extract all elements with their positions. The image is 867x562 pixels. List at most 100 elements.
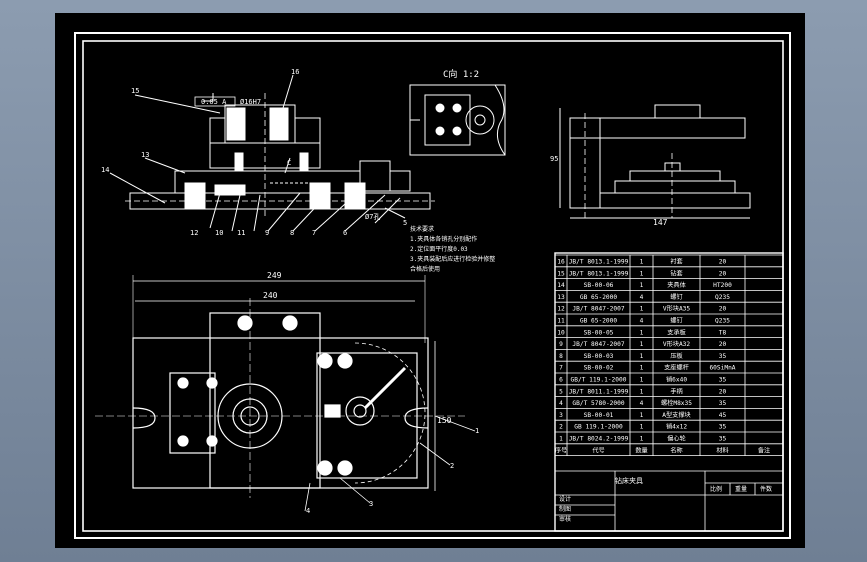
bom-cell-mat: 35: [719, 436, 727, 443]
side-height-dim: 95: [550, 155, 558, 163]
bom-cell-mat: 20: [719, 306, 727, 313]
bom-cell-qty: 4: [640, 400, 644, 407]
bom-cell-name: 钻套: [670, 269, 682, 277]
bom-cell-no: 2: [559, 424, 563, 431]
dim-vertical: 150: [437, 416, 452, 425]
designer-label: 设计: [559, 495, 571, 503]
bom-cell-code: JB/T 8047-2007: [572, 341, 624, 348]
bom-cell-name: V形块A35: [663, 305, 691, 313]
bom-cell-qty: 4: [640, 294, 644, 301]
side-view: [559, 104, 751, 219]
hole-note: Ø7孔: [365, 213, 380, 221]
bom-cell-name: 偏心轮: [667, 435, 686, 443]
balloon-4: 4: [306, 507, 310, 515]
bom-cell-no: 7: [559, 365, 563, 372]
title-block: 钻床夹具 比例 重量 件数 设计 制图 审核: [559, 476, 772, 523]
bom-cell-no: 4: [559, 400, 563, 407]
plan-view-labels: 249 240 150 1 2 3 4: [263, 271, 479, 515]
plan-view: [95, 275, 476, 512]
balloon-11: 11: [237, 229, 245, 237]
cad-drawing-viewport[interactable]: 0.05 A Ø16H7 C Ø7孔 15 16 13 14 12 10 11 …: [55, 13, 805, 548]
bom-cell-code: JB/T 8013.1-1999: [569, 270, 629, 277]
bom-header-qty: 数量: [635, 446, 647, 454]
detail-view-c: [409, 84, 506, 156]
bom-cell-code: SB-00-06: [584, 282, 614, 289]
bom-cell-name: 螺栓M8x35: [661, 399, 692, 407]
bom-cell-qty: 1: [640, 270, 644, 277]
drawer-label: 制图: [559, 505, 571, 513]
note-1: 1.夹具体各销孔分别配作: [410, 235, 477, 243]
technical-notes: 技术要求 1.夹具体各销孔分别配作 2.定位面平行度0.03 3.夹具装配后应进…: [410, 225, 495, 273]
bom-cell-qty: 1: [640, 329, 644, 336]
bom-cell-qty: 1: [640, 353, 644, 360]
bom-cell-code: SB-00-05: [584, 329, 614, 336]
side-width-dim: 147: [653, 218, 668, 227]
bom-header-mat: 材料: [716, 446, 728, 454]
drawing-name: 钻床夹具: [615, 476, 643, 485]
notes-title: 技术要求: [410, 225, 434, 233]
bom-cell-name: 支座螺杆: [664, 364, 689, 372]
bom-cell-mat: 35: [719, 377, 727, 384]
note-2: 2.定位面平行度0.03: [410, 245, 468, 253]
bom-header-note: 备注: [758, 446, 770, 454]
bom-cell-name: 夹具体: [667, 281, 686, 289]
bom-cell-qty: 1: [640, 341, 644, 348]
bom-cell-name: 螺钉: [670, 293, 682, 301]
engineering-drawing: 0.05 A Ø16H7 C Ø7孔 15 16 13 14 12 10 11 …: [74, 32, 791, 539]
bom-cell-qty: 1: [640, 259, 644, 266]
bom-cell-no: 9: [559, 341, 563, 348]
bom-cell-no: 14: [557, 282, 565, 289]
balloon-2: 2: [450, 462, 454, 470]
bom-header-name: 名称: [670, 446, 682, 454]
bom-cell-code: GB 65-2000: [580, 318, 618, 325]
bom-cell-code: GB/T 119.1-2000: [571, 377, 627, 384]
bom-cell-qty: 1: [640, 365, 644, 372]
bom-cell-code: GB 65-2000: [580, 294, 618, 301]
balloon-13: 13: [141, 151, 149, 159]
bore-dim-label: Ø16H7: [240, 98, 261, 106]
bom-cell-no: 13: [557, 294, 565, 301]
bom-cell-name: 销6x40: [666, 376, 687, 384]
drawing-border-outer: [74, 32, 791, 539]
bom-cell-code: JB/T 8047-2007: [572, 306, 624, 313]
detail-view-title: C向 1:2: [443, 68, 479, 80]
balloon-10: 10: [215, 229, 223, 237]
bom-cell-qty: 1: [640, 412, 644, 419]
bom-cell-code: JB/T 8013.1-1999: [569, 259, 629, 266]
bom-cell-no: 15: [557, 270, 565, 277]
bom-cell-code: JB/T 8024.2-1999: [569, 436, 629, 443]
bom-cell-name: 螺钉: [670, 317, 682, 325]
bom-cell-qty: 1: [640, 377, 644, 384]
bom-cell-code: SB-00-02: [584, 365, 614, 372]
bom-cell-code: JB/T 8011.1-1999: [569, 388, 629, 395]
balloon-14: 14: [101, 166, 109, 174]
dim-overall: 249: [267, 271, 282, 280]
bom-cell-no: 1: [559, 436, 563, 443]
sheet-label: 件数: [760, 485, 772, 493]
bom-cell-code: GB 119.1-2000: [574, 424, 623, 431]
balloon-15: 15: [131, 87, 139, 95]
bom-cell-no: 8: [559, 353, 563, 360]
bom-cell-code: SB-00-01: [584, 412, 614, 419]
balloon-16: 16: [291, 68, 299, 76]
bom-cell-mat: 20: [719, 270, 727, 277]
bom-cell-no: 10: [557, 329, 565, 336]
bom-cell-mat: Q235: [715, 294, 730, 301]
bom-cell-qty: 1: [640, 436, 644, 443]
balloon-12: 12: [190, 229, 198, 237]
bom-cell-mat: T8: [719, 329, 727, 336]
bom-cell-no: 3: [559, 412, 563, 419]
bom-cell-mat: 45: [719, 412, 727, 419]
bom-cell-mat: 20: [719, 259, 727, 266]
bom-cell-name: 手柄: [670, 387, 682, 395]
bom-cell-qty: 4: [640, 318, 644, 325]
bom-cell-qty: 1: [640, 282, 644, 289]
bom-cell-no: 12: [557, 306, 565, 313]
bom-cell-name: A型支撑块: [662, 411, 690, 419]
bom-cell-name: 衬套: [670, 258, 682, 266]
balloon-7: 7: [312, 229, 316, 237]
bom-cell-name: 销4x12: [666, 423, 687, 431]
bom-cell-no: 16: [557, 259, 565, 266]
checker-label: 审核: [559, 515, 571, 523]
